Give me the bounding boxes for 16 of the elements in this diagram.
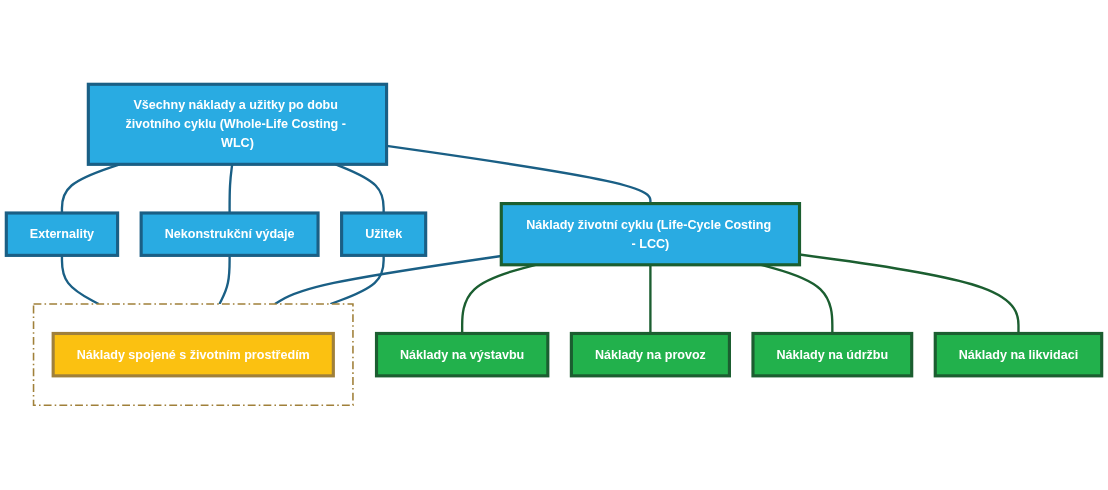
cluster — [32, 303, 354, 407]
node-box: Náklady spojené s životním prostředím — [51, 332, 335, 378]
node-box: Náklady na výstavbu — [374, 332, 550, 378]
node-box: Nekonstrukční výdaje — [139, 211, 320, 258]
node-box: Externality — [4, 211, 120, 258]
node-box: Všechny náklady a užitky po dobu životního cyklu (Whole-Life Costing - WLC) — [86, 82, 389, 167]
connector — [228, 164, 234, 214]
connector — [649, 265, 652, 334]
node-box: Náklady na údržbu — [751, 332, 914, 378]
connector — [330, 255, 385, 306]
node-box: Užitek — [340, 211, 428, 258]
node-box: Náklady na provoz — [569, 332, 731, 378]
node-box: Náklady na likvidaci — [933, 332, 1104, 378]
node-box: Náklady životní cyklu (Life-Cycle Costing - LCC) — [499, 202, 802, 267]
connector — [60, 255, 100, 306]
connector — [218, 255, 231, 305]
